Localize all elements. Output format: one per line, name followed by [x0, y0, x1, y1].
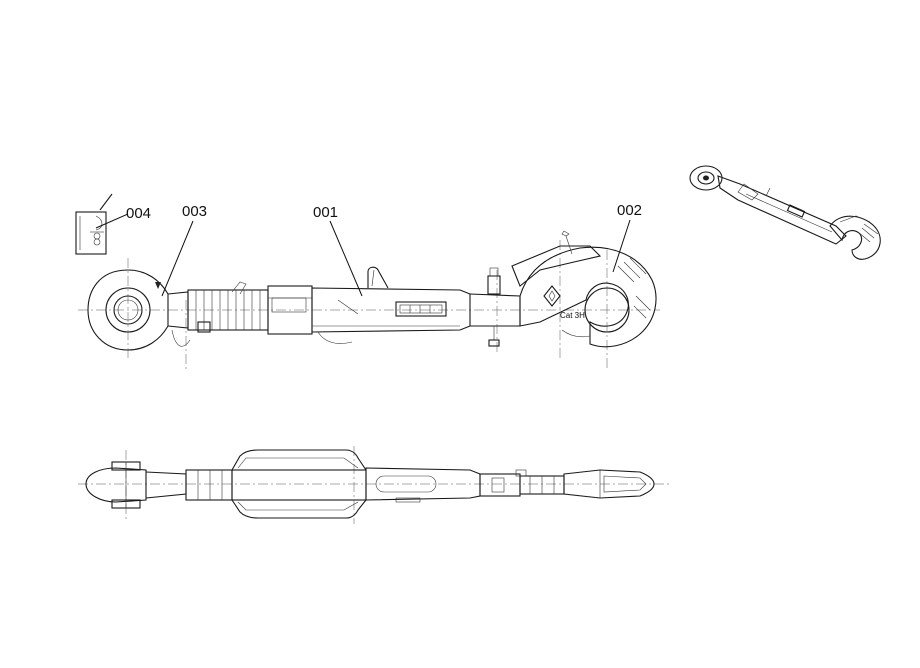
main-tube: [311, 266, 471, 344]
callout-003: 003: [161, 203, 207, 297]
hook-end: Cat 3H: [511, 230, 657, 348]
callout-001: 001: [313, 204, 363, 297]
callout-002-label: 002: [617, 202, 642, 219]
callout-002: 002: [612, 202, 642, 273]
callout-001-label: 001: [313, 204, 338, 221]
top-link-side-view: Cat 3H: [78, 230, 660, 372]
callout-003-label: 003: [182, 203, 207, 220]
linch-pin-detail: [75, 193, 113, 255]
callout-004-label: 004: [126, 205, 151, 222]
isometric-thumbnail: [689, 165, 881, 260]
callout-004: 004: [95, 205, 151, 229]
top-link-plan-view: [78, 446, 672, 524]
ball-eye: [87, 269, 169, 351]
hook-marking: Cat 3H: [560, 311, 585, 320]
thread-section: [187, 281, 269, 333]
